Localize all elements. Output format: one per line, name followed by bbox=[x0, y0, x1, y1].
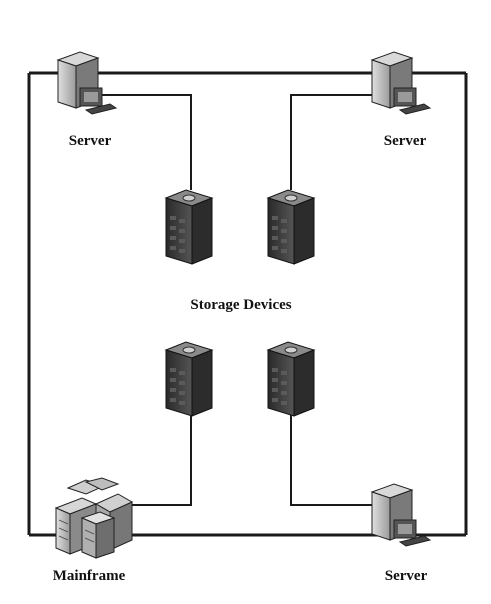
storage-device-icon bbox=[164, 189, 214, 265]
server-label: Server bbox=[68, 133, 112, 149]
storage-devices-label: Storage Devices bbox=[190, 297, 292, 313]
server-icon bbox=[370, 483, 432, 547]
server-label: Server bbox=[383, 133, 427, 149]
server-icon bbox=[370, 51, 432, 115]
storage-device-icon bbox=[164, 341, 214, 417]
mainframe-label: Mainframe bbox=[52, 568, 126, 584]
storage-device-icon bbox=[266, 341, 316, 417]
storage-device-icon bbox=[266, 189, 316, 265]
server-icon bbox=[56, 51, 118, 115]
server-label: Server bbox=[384, 568, 428, 584]
mainframe-icon bbox=[54, 477, 134, 559]
storage-connections bbox=[100, 94, 380, 506]
